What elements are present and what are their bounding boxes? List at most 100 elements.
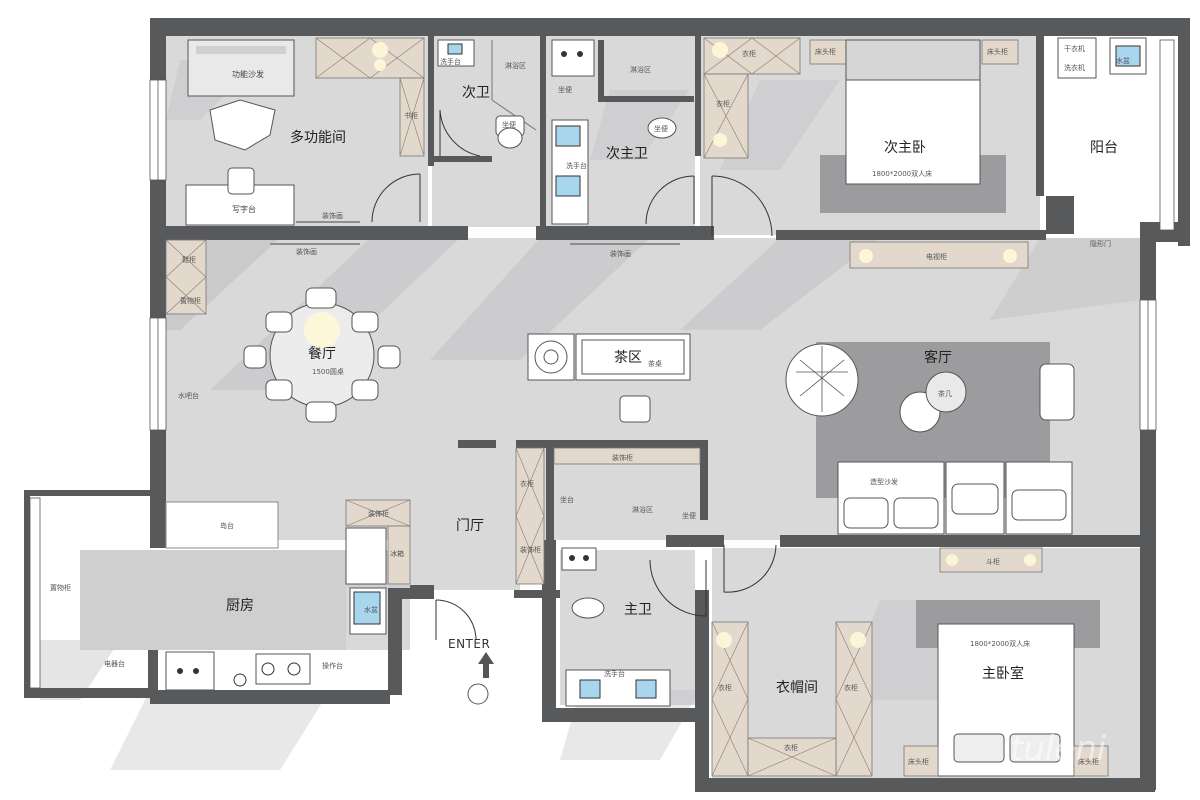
dryer-washer [1057,37,1097,79]
sink-basin-label: 水盆 [1116,56,1130,65]
bench-label-b: 坐台 [560,495,574,504]
tv-cabinet-label: 电视柜 [926,252,947,261]
walk-in-closet: 衣柜 衣柜 衣柜 衣帽间 [711,621,873,777]
wardrobe-c-label: 衣柜 [520,479,534,488]
nightstand-b-label: 床头柜 [987,47,1008,56]
wardrobe-a-label: 衣柜 [716,99,730,108]
toilet-d [571,597,605,619]
work-counter-label: 操作台 [322,661,343,670]
nightstand-c-label: 床头柜 [908,757,929,766]
island-label: 岛台 [220,521,234,530]
person-icon [467,683,489,705]
washer-label: 洗衣机 [1064,63,1085,72]
second-bath: 洗手台 淋浴区 次卫 坐便 [437,39,537,157]
basin-a-label: 洗手台 [440,57,461,66]
feature-sofa-label: 造型沙发 [870,477,898,486]
shower-b-label: 淋浴区 [630,65,651,74]
watermark: tuleni [1010,729,1107,769]
second-master-bedroom-label: 次主卧 [884,140,926,156]
inner-bath: 坐台 淋浴区 坐便 [560,495,696,520]
dryer-label: 干衣机 [1064,44,1085,53]
basin-b [555,125,581,147]
second-master-bedroom: 衣柜 衣柜 床头柜 床头柜 次主卧 1800*2000双人床 [703,37,1019,237]
basin-c [555,175,581,197]
windows [29,39,1175,689]
kitchen-sink-label: 水盆 [364,605,378,614]
dining: 鞋柜 置物柜 水吧台 餐厅 1500圆桌 [165,239,401,423]
appliance-counter-label: 电器台 [104,659,125,668]
second-bath-label: 次卫 [462,85,490,101]
shoe-cab-label-k: 装饰柜 [368,509,389,518]
master-bedroom-label: 主卧室 [982,665,1024,682]
basin-b-label: 洗手台 [566,161,587,170]
kitchen-sink [353,591,381,625]
tv-cabinet: 电视柜 [849,241,1029,269]
basin-c-label: 洗手台 [604,669,625,678]
plant [527,333,575,381]
tea-table [575,333,691,381]
coffee-table [925,371,967,413]
balcony: 干衣机 洗衣机 水盆 阳台 隐形门 [1057,37,1147,248]
second-master-bath-label: 次主卫 [606,146,648,162]
toilet-b [647,117,677,139]
side-cab-label: 鞋柜 [182,255,196,264]
fridge-label: 冰箱 [390,549,404,558]
tea-area-label: 茶区 [614,350,642,366]
multi-room: 功能沙发 写字台 书柜 多功能间 装饰画 [185,37,425,226]
wardrobe-d-label: 衣柜 [718,683,732,692]
storage-cab-label: 置物柜 [180,296,201,305]
multi-room-door [371,173,421,223]
enter-arrow-icon [478,652,494,678]
toilet-c-label: 坐便 [682,511,696,520]
double-bed-a-label: 1800*2000双人床 [872,169,932,178]
bucket-cabinet-label: 斗柜 [986,557,1000,566]
toilet-b-label: 坐便 [654,124,668,133]
nightstand-a [809,39,847,65]
shower-a-label: 淋浴区 [505,61,526,70]
tea-chair [619,395,651,423]
cooktop [255,653,311,685]
master-bath-label: 主卫 [624,602,652,618]
closet-label: 衣帽间 [776,680,818,696]
shower-c-label: 淋浴区 [632,505,653,514]
double-bed-b-label: 1800*2000双人床 [970,639,1030,648]
bookshelf-top [315,37,425,79]
function-sofa-label: 功能沙发 [232,69,264,79]
wardrobe-f-label: 衣柜 [784,743,798,752]
decor-painting-b: 装饰画 [296,247,317,256]
living-room-label: 客厅 [924,349,952,366]
shoe-cabinet-a-label: 装饰柜 [612,453,633,462]
toilet-a-label: 坐便 [502,120,516,129]
living-room: 客厅 茶几 造型沙发 [785,342,1075,535]
toilet-a [497,127,523,149]
wardrobe-e-label: 衣柜 [844,683,858,692]
nightstand-d-label: 床头柜 [1078,757,1099,766]
kitchen-label: 厨房 [226,598,254,614]
multi-room-label: 多功能间 [290,129,346,146]
tea-area: 茶区 茶桌 [527,333,691,423]
desk-chair [227,167,255,195]
bookshelf-label: 书柜 [404,111,418,120]
tea-table-label: 茶桌 [648,359,662,368]
round-table-label: 1500圆桌 [312,367,344,376]
nightstand-a-label: 床头柜 [815,47,836,56]
lounge-chair [209,99,276,151]
coffee-table-label: 茶几 [938,389,952,398]
bucket-cabinet: 斗柜 [939,547,1043,573]
bench-label: 坐便 [558,85,572,94]
master-bedroom: 1800*2000双人床 主卧室 床头柜 床头柜 [903,600,1109,777]
decor-painting-c: 装饰画 [610,249,631,258]
enter-label: ENTER [448,637,490,651]
desk-label: 写字台 [232,204,256,214]
sink-basin [1115,45,1141,67]
dining-label: 餐厅 [308,346,336,362]
second-master-bath: 淋浴区 坐便 洗手台 次主卫 坐便 [551,39,695,225]
wardrobe-b-label: 衣柜 [742,49,756,58]
nightstand-b [981,39,1019,65]
bar-counter-label: 水吧台 [178,391,199,400]
hidden-door-label: 隐形门 [1090,239,1111,248]
foyer: 门厅 衣柜 装饰柜 装饰柜 ENTER [435,447,701,705]
walls [24,18,1190,792]
